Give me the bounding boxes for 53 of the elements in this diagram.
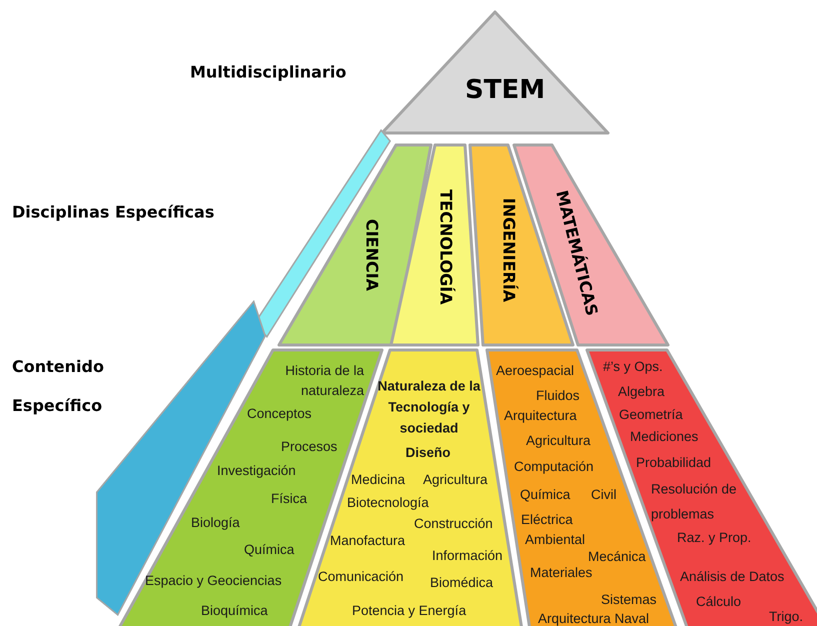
topic-label: Análisis de Datos <box>680 568 784 586</box>
topic-label: Química <box>520 486 570 504</box>
topic-label: Eléctrica <box>521 512 573 528</box>
topic-label: Aeroespacial <box>496 362 574 380</box>
topic-label: Algebra <box>618 384 665 400</box>
topic-label: Medicina <box>351 472 406 488</box>
level-title: STEM <box>465 75 546 105</box>
topic-label: Ambiental <box>525 532 586 548</box>
topic-label: Espacio y Geociencias <box>145 572 282 590</box>
level-label: Multidisciplinario <box>190 62 346 82</box>
topic-label: Agricultura <box>526 432 591 450</box>
topic-label: Biotecnología <box>347 494 429 512</box>
topic-label: Investigación <box>217 462 296 480</box>
topic-label: Bioquímica <box>201 602 268 620</box>
topic-label: Arquitectura Naval <box>538 610 650 626</box>
topic-label: Conceptos <box>247 406 312 422</box>
topic-label: Sistemas <box>601 592 657 608</box>
topic-label: Geometría <box>619 406 683 424</box>
topic-label: Biología <box>191 514 240 532</box>
topic-label: Fluidos <box>536 388 580 404</box>
topic-label: Trigo. <box>769 608 804 626</box>
topic-label: Resolución de problemas <box>651 480 738 524</box>
topic-label: Arquitectura <box>504 408 577 424</box>
topic-label: Procesos <box>281 438 338 456</box>
topic-label: Civil <box>591 486 616 504</box>
topic-label: #’s y Ops. <box>603 358 663 376</box>
topic-label: Biomédica <box>430 574 494 592</box>
topic-label: Comunicación <box>318 568 404 586</box>
discipline-label: INGENIERÍA <box>500 198 518 302</box>
topic-label: Cálculo <box>696 594 742 610</box>
topic-label: Raz. y Prop. <box>677 530 752 546</box>
discipline-band <box>279 145 431 345</box>
topic-label: Información <box>432 548 503 564</box>
topic-label: Manofactura <box>330 532 406 550</box>
level-label: Contenido Específico <box>12 356 105 417</box>
topic-label: Mediciones <box>630 428 698 446</box>
topic-label: Computación <box>514 458 594 476</box>
topic-label: Agricultura <box>423 472 488 488</box>
discipline-label: CIENCIA <box>362 218 382 292</box>
apex-triangle <box>382 12 608 133</box>
discipline-band <box>391 145 478 345</box>
topic-label: Materiales <box>530 564 592 582</box>
level-label: Disciplinas Específicas <box>12 202 214 222</box>
topic-label: Historia de la naturaleza <box>284 362 364 400</box>
discipline-label: TECNOLOGÍA <box>436 189 456 305</box>
topic-label: Química <box>244 542 294 558</box>
topic-label: Física <box>271 490 308 508</box>
topic-label: Mecánica <box>588 548 646 566</box>
topic-label: Naturaleza de la Tecnología y sociedad <box>377 378 481 438</box>
topic-label: Construcción <box>414 516 493 532</box>
topic-label: Probabilidad <box>636 454 712 472</box>
topic-label: Diseño <box>406 444 450 462</box>
topic-label: Potencia y Energía <box>352 602 466 620</box>
